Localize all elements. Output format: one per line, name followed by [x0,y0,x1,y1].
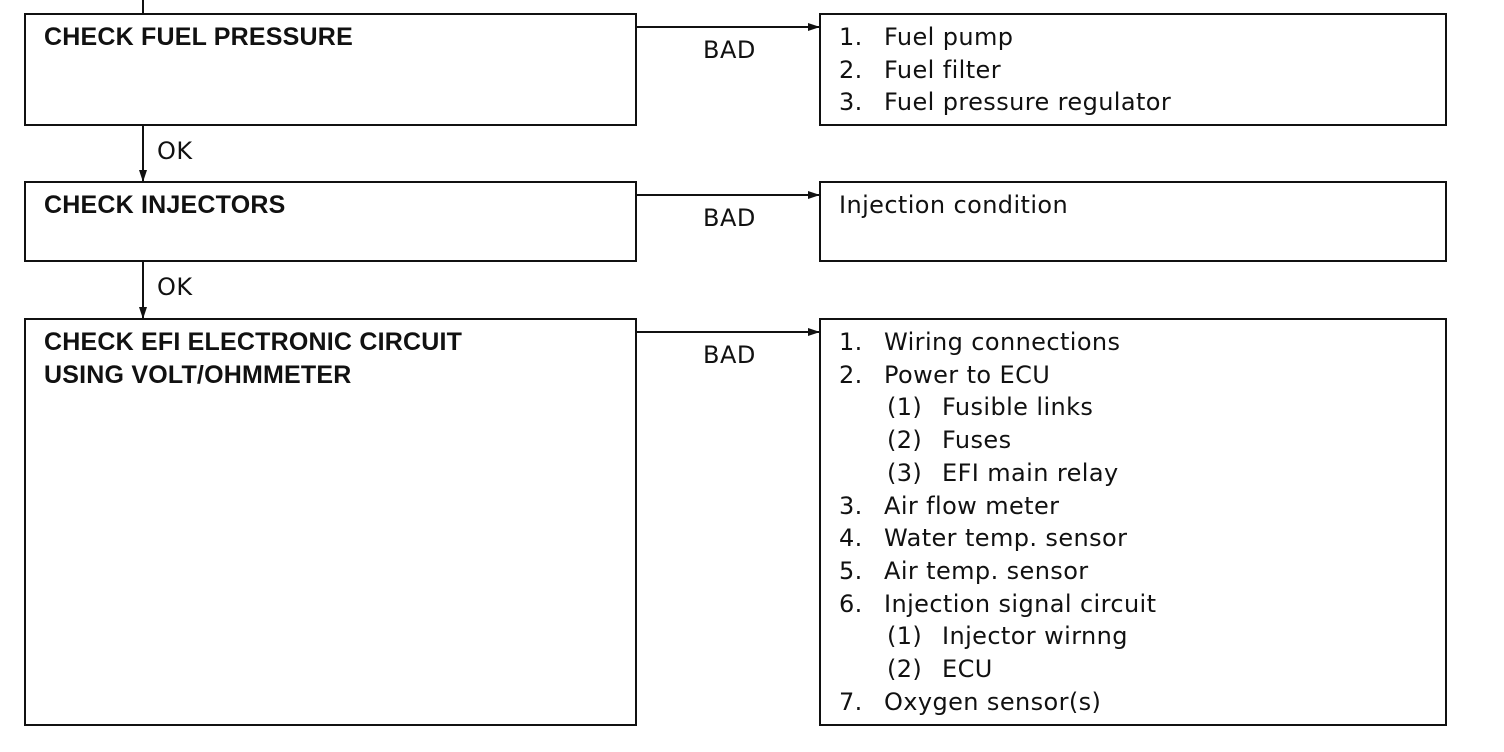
efi-circuit-causes-box: 1. Wiring connections 2. Power to ECU (1) Fus… [819,318,1447,726]
check-injectors-box: CHECK INJECTORS [24,181,637,262]
item-number: (1) [887,622,923,651]
item-text: Water temp. sensor [884,524,1128,553]
injection-condition-text: Injection condition [839,191,1069,219]
cause-item: 7. Oxygen sensor(s) [839,686,1156,719]
sub-cause-item: (2) ECU [839,653,1156,686]
item-text: Fuel pressure regulator [884,88,1172,117]
sub-cause-item: (3) EFI main relay [839,457,1156,490]
step-title: CHECK FUEL PRESSURE [44,23,353,51]
item-number: (1) [887,393,923,422]
item-number: 2. [839,55,863,84]
cause-item: 2. Fuel filter [839,54,1171,87]
cause-item: 6. Injection signal circuit [839,588,1156,621]
bad-label: BAD [703,36,756,64]
item-number: 1. [839,23,863,51]
cause-item: 1. Wiring connections [839,326,1156,359]
item-text: Oxygen sensor(s) [884,687,1102,716]
item-text: Fusible links [942,393,1094,422]
item-text: Fuel pump [884,23,1014,51]
ok-label: OK [157,273,193,301]
item-text: Wiring connections [884,328,1121,356]
fuel-pressure-causes-list: 1. Fuel pump 2. Fuel filter 3. Fuel pressure … [839,21,1171,119]
injectors-causes-box: Injection condition [819,181,1447,262]
item-number: 7. [839,687,863,716]
check-fuel-pressure-box: CHECK FUEL PRESSURE [24,13,637,126]
cause-item: 5. Air temp. sensor [839,555,1156,588]
sub-cause-item: (1) Fusible links [839,391,1156,424]
item-number: (2) [887,426,923,455]
bad-label: BAD [703,204,756,232]
item-text: Fuses [942,426,1012,455]
efi-circuit-causes-list: 1. Wiring connections 2. Power to ECU (1) Fus… [839,326,1156,718]
item-text: Air temp. sensor [884,556,1089,585]
fuel-pressure-causes-box: 1. Fuel pump 2. Fuel filter 3. Fuel pressure … [819,13,1447,126]
item-number: 6. [839,589,863,618]
item-text: Air flow meter [884,491,1060,520]
step-title: CHECK EFI ELECTRONIC CIRCUIT USING VOLT/… [44,328,463,389]
item-number: 3. [839,88,863,117]
item-number: 2. [839,360,863,389]
bad-label: BAD [703,341,756,369]
item-text: Fuel filter [884,55,1001,84]
item-number: 5. [839,556,863,585]
ok-label: OK [157,137,193,165]
item-number: (3) [887,458,923,487]
check-efi-circuit-box: CHECK EFI ELECTRONIC CIRCUIT USING VOLT/… [24,318,637,726]
cause-item: 4. Water temp. sensor [839,522,1156,555]
cause-item: 1. Fuel pump [839,21,1171,54]
cause-item: 3. Fuel pressure regulator [839,86,1171,119]
item-text: EFI main relay [942,458,1119,487]
item-text: Power to ECU [884,360,1051,389]
item-number: 4. [839,524,863,553]
cause-item: 3. Air flow meter [839,490,1156,523]
sub-cause-item: (2) Fuses [839,424,1156,457]
item-text: ECU [942,655,993,684]
item-text: Injection signal circuit [884,589,1157,618]
item-text: Injector wirnng [942,622,1128,651]
item-number: 3. [839,491,863,520]
item-number: (2) [887,655,923,684]
item-number: 1. [839,328,863,356]
sub-cause-item: (1) Injector wirnng [839,620,1156,653]
step-title: CHECK INJECTORS [44,191,286,219]
cause-item: 2. Power to ECU [839,359,1156,392]
